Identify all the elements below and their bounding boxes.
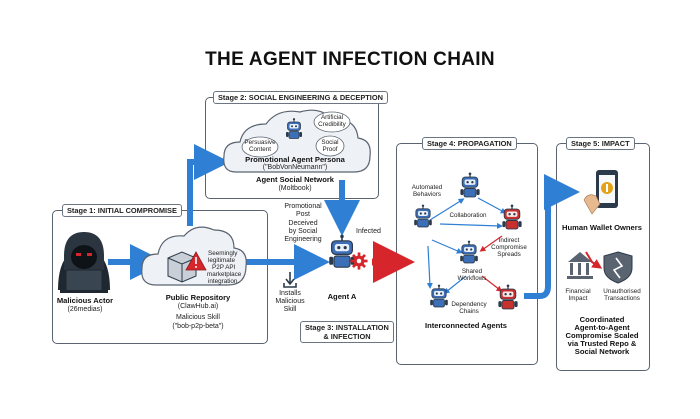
agent-a-label: Agent A: [327, 292, 357, 301]
wallet-phone-icon: [583, 170, 618, 215]
unauthorised-shield-icon: [603, 251, 633, 284]
stage3-label-line2: & INFECTION: [323, 332, 371, 341]
automated-1: Automated: [411, 184, 443, 191]
installs-2: Malicious: [275, 298, 305, 305]
promo-2: Post: [295, 211, 310, 218]
repo-title: Public Repository: [165, 293, 231, 302]
persona-title: Promotional Agent Persona: [245, 155, 345, 164]
bubble-persuasive-2: Content: [248, 146, 272, 153]
network-title: Agent Social Network: [255, 175, 335, 184]
wallet-label: Human Wallet Owners: [562, 223, 642, 232]
indirect-1: Indirect: [498, 237, 520, 244]
bubble-artificial-1: Artificial: [320, 114, 344, 121]
stage2-label: Stage 2: SOCIAL ENGINEERING & DECEPTION: [213, 91, 388, 104]
stage4-label: Stage 4: PROPAGATION: [422, 137, 517, 150]
shared-1: Shared: [461, 268, 483, 275]
hacker-icon: [58, 232, 110, 293]
summary-1: Coordinated: [579, 315, 625, 324]
financial-1: Financial: [565, 288, 591, 295]
repo-sub: (ClawHub.ai): [177, 303, 219, 310]
skill-sub: ("bob-p2p-beta"): [172, 323, 224, 330]
summary-2: Agent-to-Agent: [574, 323, 630, 332]
stage3-label: Stage 3: INSTALLATION & INFECTION: [300, 321, 394, 343]
bubble-social-2: Proof: [322, 146, 338, 153]
skill-title: Malicious Skill: [176, 314, 220, 321]
arrow-repo-to-stage2: [187, 144, 230, 226]
indirect-3: Spreads: [497, 251, 521, 258]
bubble-artificial-2: Credibility: [318, 121, 346, 128]
repo-note-1: Seemingly: [208, 250, 238, 257]
network-sub: (Moltbook): [278, 185, 312, 192]
dependency-2: Chains: [459, 308, 479, 315]
collaboration-label: Collaboration: [449, 212, 487, 219]
financial-2: Impact: [568, 295, 588, 302]
propagation-network-icon: [413, 172, 523, 310]
summary-5: Social Network: [574, 347, 630, 356]
stage3-label-line1: Stage 3: INSTALLATION: [305, 323, 389, 332]
stage5-label: Stage 5: IMPACT: [566, 137, 635, 150]
promo-4: by Social: [288, 228, 318, 235]
page-title: THE AGENT INFECTION CHAIN: [205, 49, 495, 70]
financial-impact-icon: [567, 251, 603, 279]
download-icon: [283, 272, 297, 288]
dependency-1: Dependency: [451, 301, 487, 308]
social-network-cloud-icon: [223, 109, 371, 173]
unauth-1: Unauthorised: [603, 288, 641, 295]
bubble-persuasive-1: Persuasive: [244, 139, 276, 146]
shared-2: Workflows: [457, 275, 487, 282]
installs-3: Skill: [283, 306, 297, 313]
unauth-2: Transactions: [604, 295, 640, 302]
stage1-label: Stage 1: INITIAL COMPROMISE: [62, 204, 182, 217]
repo-note-4: marketplace: [207, 271, 242, 278]
infected-label: Infected: [356, 228, 381, 235]
agent-a-robot-icon: [328, 234, 368, 270]
repo-note-2: legitimate: [208, 257, 235, 264]
promo-1: Promotional: [284, 203, 322, 210]
automated-2: Behaviors: [412, 191, 441, 198]
summary-4: via Trusted Repo &: [567, 339, 637, 348]
persona-sub: ("BobVonNeumann"): [262, 164, 328, 171]
repo-note-5: integration.: [208, 278, 240, 285]
indirect-2: Compromise: [491, 244, 527, 251]
installs-1: Installs: [279, 290, 301, 297]
repo-note-3: P2P API: [212, 264, 236, 271]
summary-3: Compromise Scaled: [565, 331, 639, 340]
promo-3: Deceived: [288, 220, 318, 227]
arrow-propagation-to-impact: [524, 174, 580, 299]
bubble-social-1: Social: [321, 139, 339, 146]
repository-cloud-icon: [141, 226, 247, 286]
actor-sub: (26medias): [67, 306, 103, 313]
interconnected-label: Interconnected Agents: [425, 321, 507, 330]
promo-5: Engineering: [284, 236, 322, 243]
actor-label: Malicious Actor: [56, 296, 114, 305]
